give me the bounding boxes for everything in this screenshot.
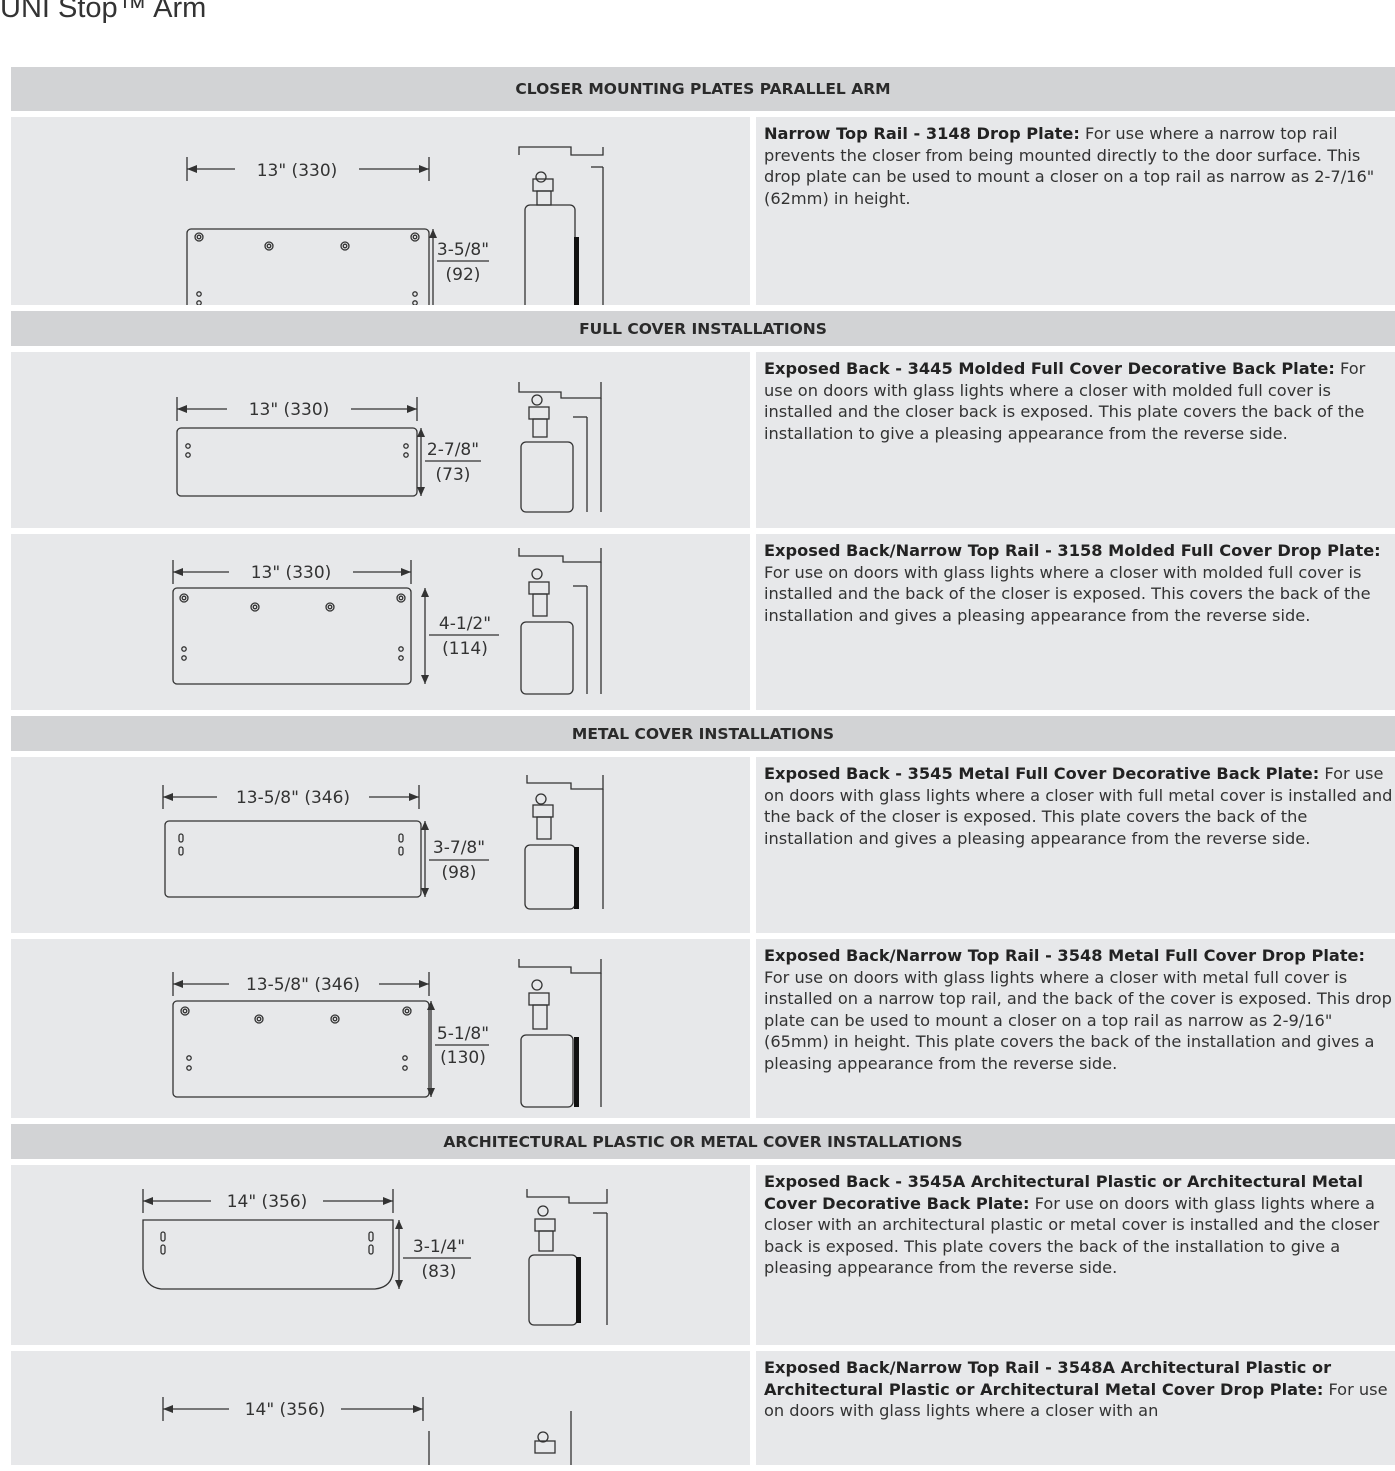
mounting-plates-table: CLOSER MOUNTING PLATES PARALLEL ARM — [11, 67, 1395, 1471]
drop-plate-drawing: 13-5/8" (346) 5-1/8" (130) — [172, 959, 602, 1108]
table-row: 13" (330) 4-1/2" (114) Exposed Back/Narr… — [11, 534, 1395, 716]
plate-description-3148: Narrow Top Rail - 3148 Drop Plate: For u… — [756, 117, 1395, 305]
plate-title: Exposed Back - 3445 Molded Full Cover De… — [764, 359, 1335, 378]
width-dimension: 13" (330) — [257, 161, 338, 181]
width-dimension: 14" (356) — [245, 1400, 326, 1420]
plate-diagram-3545a: 14" (356) 3-1/4" (83) — [11, 1165, 756, 1345]
plate-title: Exposed Back/Narrow Top Rail - 3158 Mold… — [764, 541, 1381, 560]
height-dimension: 5-1/8" — [437, 1024, 489, 1044]
table-row: 13-5/8" (346) 5-1/8" (130) Exposed Back/… — [11, 939, 1395, 1124]
table-row: 13-5/8" (346) 3-7/8" (98) Exposed Back -… — [11, 757, 1395, 939]
plate-diagram-3548: 13-5/8" (346) 5-1/8" (130) — [11, 939, 756, 1118]
drop-plate-drawing: 14" (356) — [162, 1397, 572, 1465]
plate-title: Exposed Back/Narrow Top Rail - 3548 Meta… — [764, 946, 1366, 965]
section-header-metal-cover: METAL COVER INSTALLATIONS — [11, 716, 1395, 757]
table-row: 13" (330) 2-7/8" (73) Exposed Back - 344… — [11, 352, 1395, 534]
closer-side-view-icon — [526, 1189, 608, 1326]
plate-description-3445: Exposed Back - 3445 Molded Full Cover De… — [756, 352, 1395, 528]
height-dimension: 3-5/8" — [437, 240, 489, 260]
plate-diagram-3158: 13" (330) 4-1/2" (114) — [11, 534, 756, 710]
plate-diagram-3545: 13-5/8" (346) 3-7/8" (98) — [11, 757, 756, 933]
plate-description-3545: Exposed Back - 3545 Metal Full Cover Dec… — [756, 757, 1395, 933]
width-dimension: 13" (330) — [249, 400, 330, 420]
plate-body: For use on doors with glass lights where… — [764, 562, 1371, 625]
height-mm-dimension: (114) — [442, 639, 488, 659]
drop-plate-drawing: 13" (330) 4-1/2" (114) — [172, 548, 602, 695]
height-dimension: 2-7/8" — [427, 440, 479, 460]
height-mm-dimension: (73) — [436, 465, 471, 485]
back-plate-drawing: 13-5/8" (346) 3-7/8" (98) — [162, 775, 604, 910]
back-plate-drawing: 14" (356) 3-1/4" (83) — [142, 1189, 608, 1326]
height-dimension: 3-1/4" — [413, 1237, 465, 1257]
table-row: 13" (330) 3-5/8" (92) Narrow Top Rail - … — [11, 117, 1395, 311]
width-dimension: 13-5/8" (346) — [246, 975, 360, 995]
closer-side-view-icon — [518, 382, 602, 513]
height-mm-dimension: (98) — [442, 863, 477, 883]
section-header-parallel-arm: CLOSER MOUNTING PLATES PARALLEL ARM — [11, 67, 1395, 117]
plate-body: For use where a narrow top rail prevents… — [764, 124, 1375, 208]
closer-side-view-icon — [534, 1411, 572, 1465]
table-row: 14" (356) 3-1/4" (83) Exposed Back - 354… — [11, 1165, 1395, 1351]
width-dimension: 14" (356) — [227, 1192, 308, 1212]
width-dimension: 13-5/8" (346) — [236, 788, 350, 808]
section-header-full-cover: FULL COVER INSTALLATIONS — [11, 311, 1395, 352]
back-plate-drawing: 13" (330) 2-7/8" (73) — [176, 382, 602, 513]
table-row: 14" (356) Exposed Back/Narrow Top Rail -… — [11, 1351, 1395, 1471]
height-dimension: 4-1/2" — [439, 614, 491, 634]
plate-description-3548a: Exposed Back/Narrow Top Rail - 3548A Arc… — [756, 1351, 1395, 1465]
height-mm-dimension: (83) — [422, 1262, 457, 1282]
plate-title: Narrow Top Rail - 3148 Drop Plate: — [764, 124, 1080, 143]
plate-description-3545a: Exposed Back - 3545A Architectural Plast… — [756, 1165, 1395, 1345]
plate-diagram-3148: 13" (330) 3-5/8" (92) — [11, 117, 756, 305]
plate-title: Exposed Back - 3545 Metal Full Cover Dec… — [764, 764, 1320, 783]
plate-body: For use on doors with glass lights where… — [764, 764, 1393, 848]
height-dimension: 3-7/8" — [433, 838, 485, 858]
closer-side-view-icon — [524, 775, 604, 910]
drop-plate-drawing: 13" (330) 3-5/8" (92) — [186, 146, 604, 305]
height-mm-dimension: (130) — [440, 1048, 486, 1068]
width-dimension: 13" (330) — [251, 563, 332, 583]
height-mm-dimension: (92) — [446, 265, 481, 285]
plate-body: For use on doors with glass lights where… — [764, 1379, 1388, 1421]
page-title: UNI Stop™ Arm — [0, 0, 207, 24]
closer-side-view-icon — [518, 146, 604, 305]
plate-description-3158: Exposed Back/Narrow Top Rail - 3158 Mold… — [756, 534, 1395, 710]
plate-title: Exposed Back/Narrow Top Rail - 3548A Arc… — [764, 1358, 1332, 1399]
plate-description-3548: Exposed Back/Narrow Top Rail - 3548 Meta… — [756, 939, 1395, 1118]
closer-side-view-icon — [518, 548, 602, 695]
plate-body: For use on doors with glass lights where… — [764, 359, 1366, 443]
section-header-architectural: ARCHITECTURAL PLASTIC OR METAL COVER INS… — [11, 1124, 1395, 1165]
plate-diagram-3548a: 14" (356) — [11, 1351, 756, 1465]
closer-side-view-icon — [518, 959, 602, 1108]
plate-title: Exposed Back - 3545A Architectural Plast… — [764, 1172, 1364, 1213]
plate-body: For use on doors with glass lights where… — [764, 967, 1392, 1073]
plate-diagram-3445: 13" (330) 2-7/8" (73) — [11, 352, 756, 528]
plate-body: For use on doors with glass lights where… — [764, 1193, 1380, 1278]
